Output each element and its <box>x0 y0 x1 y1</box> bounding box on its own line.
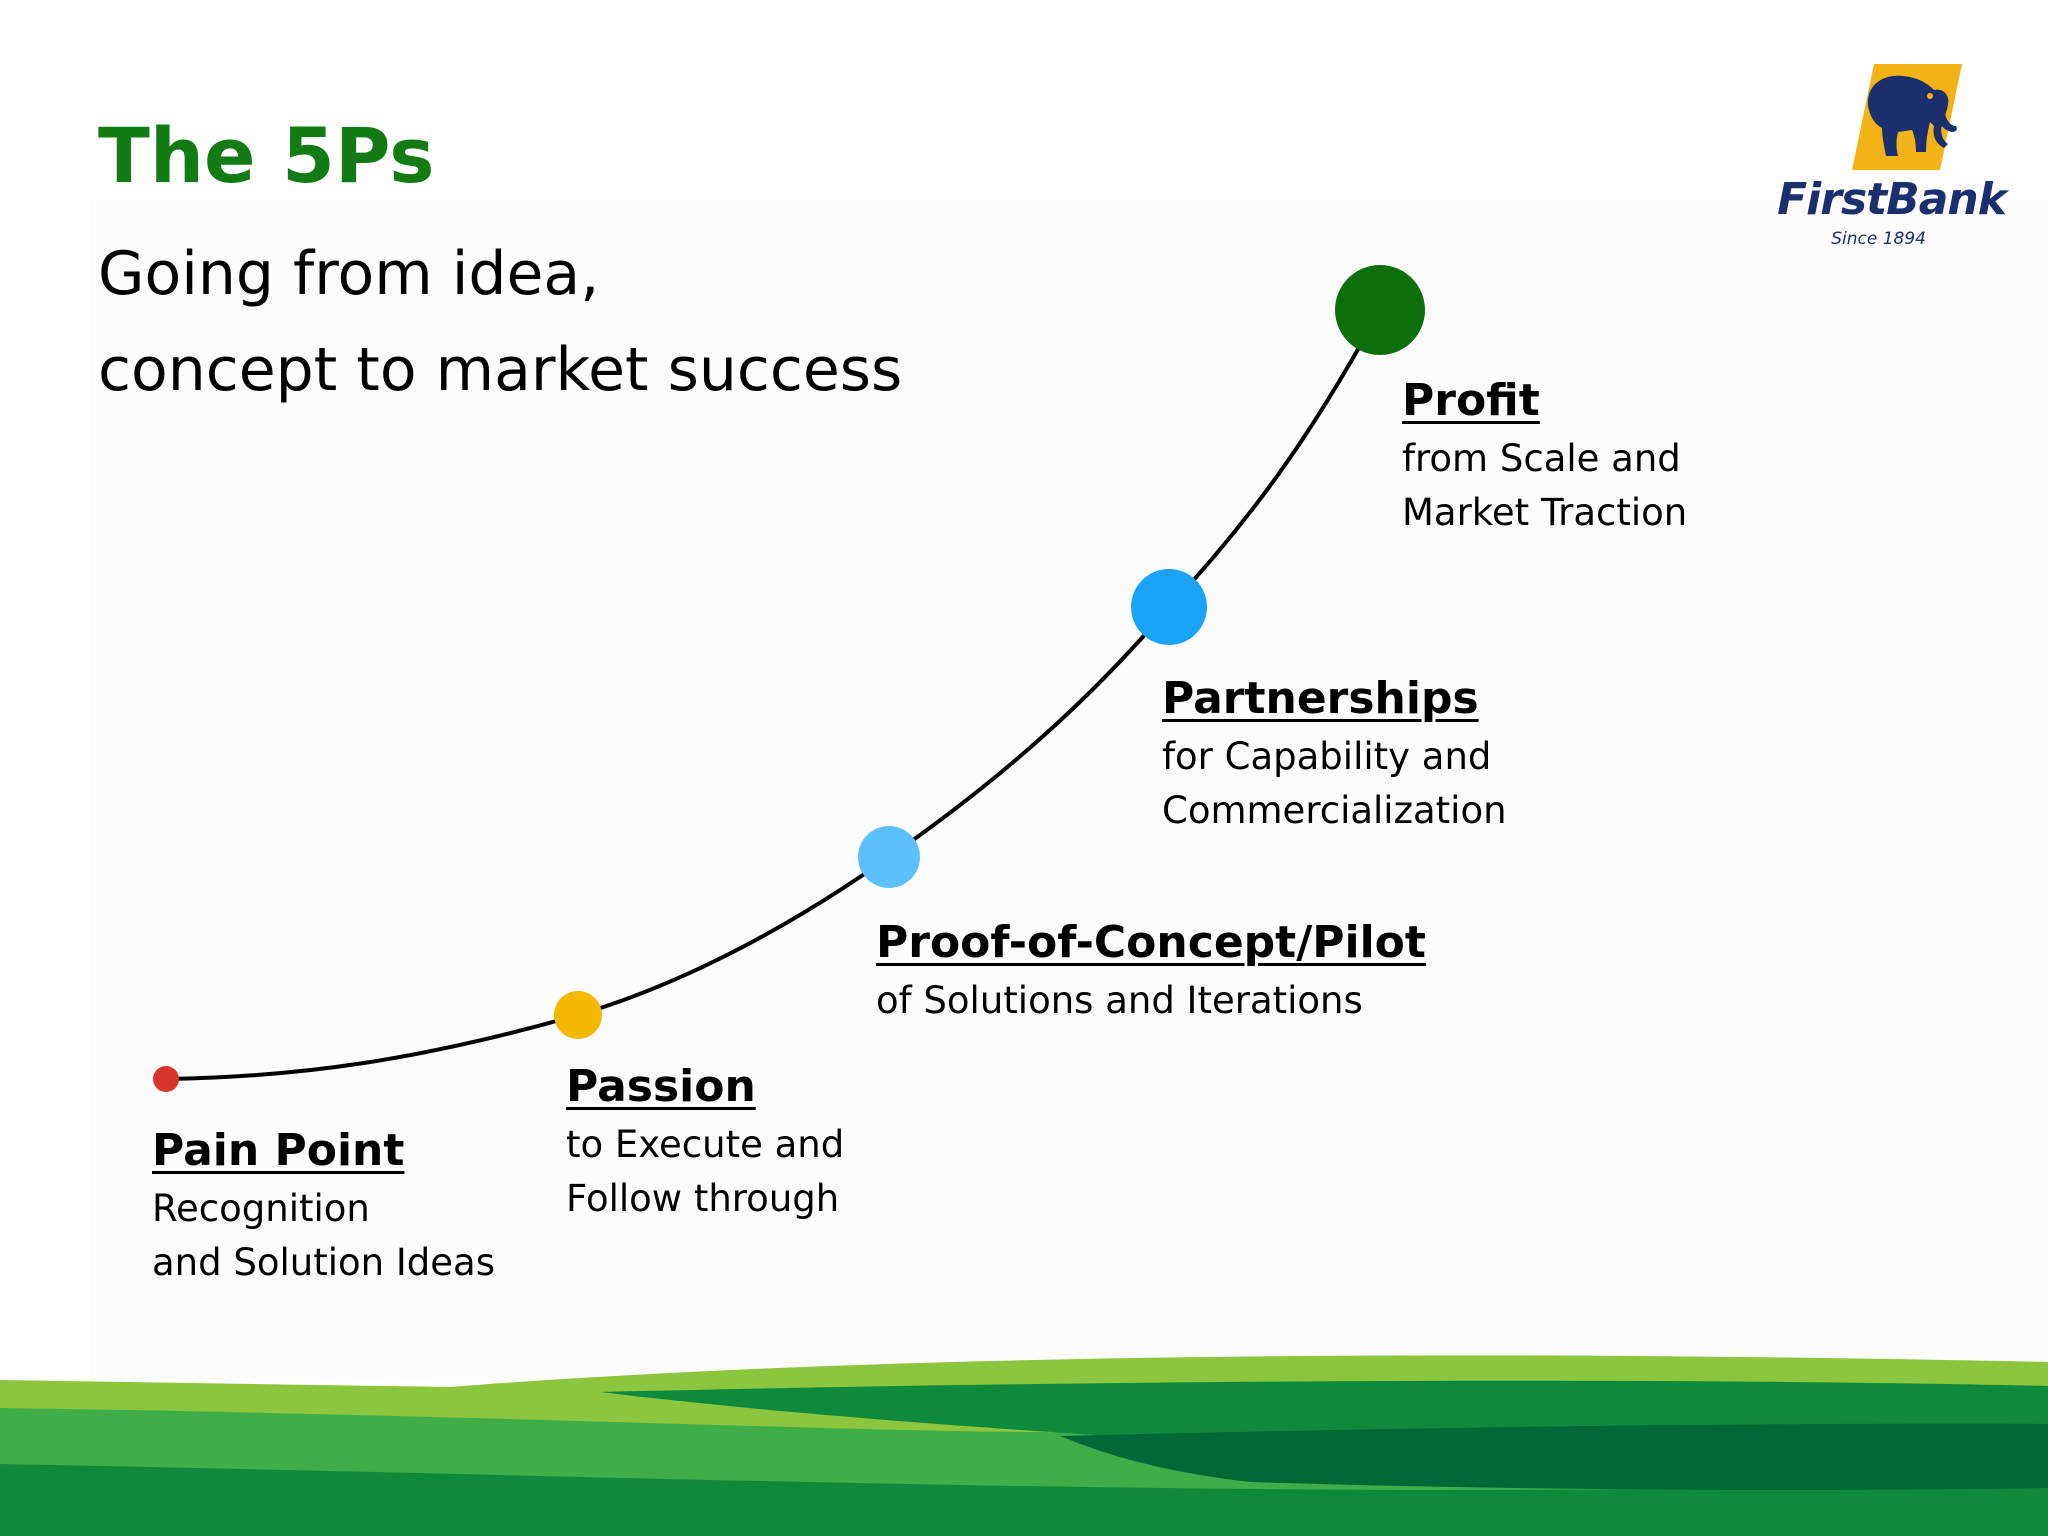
firstbank-logo: FirstBank Since 1894 <box>1770 56 2010 256</box>
marker-pain-point <box>153 1066 179 1092</box>
step-title: Pain Point <box>152 1125 405 1176</box>
subtitle-line: concept to market success <box>98 335 903 405</box>
step-partnerships: Partnerships for Capability and Commerci… <box>1162 668 1507 838</box>
step-title: Profit <box>1402 375 1540 426</box>
step-description-line: Commercialization <box>1162 789 1507 832</box>
step-description-line: Follow through <box>566 1177 840 1220</box>
step-description-line: of Solutions and Iterations <box>876 979 1363 1022</box>
green-hills-footer <box>0 1355 2048 1536</box>
step-proof-of-concept: Proof-of-Concept/Pilot of Solutions and … <box>876 912 1426 1028</box>
step-description-line: for Capability and <box>1162 735 1492 778</box>
elephant-icon <box>1852 64 1962 170</box>
step-description-line: from Scale and <box>1402 437 1681 480</box>
logo-wordmark: FirstBank <box>1777 174 2007 225</box>
step-description-line: Market Traction <box>1402 491 1688 534</box>
slide-subtitle: Going from idea, concept to market succe… <box>98 226 902 418</box>
step-profit: Profit from Scale and Market Traction <box>1402 370 1687 540</box>
subtitle-line: Going from idea, <box>98 239 600 309</box>
hill-band-darkest <box>1060 1423 2048 1490</box>
step-passion: Passion to Execute and Follow through <box>566 1056 844 1226</box>
marker-passion <box>554 991 602 1039</box>
step-title: Passion <box>566 1061 756 1112</box>
step-description-line: and Solution Ideas <box>152 1241 495 1284</box>
step-description-line: to Execute and <box>566 1123 845 1166</box>
marker-profit <box>1335 265 1425 355</box>
hill-band-deep-lower <box>0 1464 2048 1536</box>
step-pain-point: Pain Point Recognition and Solution Idea… <box>152 1120 495 1290</box>
logo-tagline: Since 1894 <box>1831 229 1926 249</box>
marker-proof-of-concept <box>858 826 920 888</box>
marker-partnerships <box>1131 569 1207 645</box>
step-description-line: Recognition <box>152 1187 370 1230</box>
slide-title: The 5Ps <box>98 111 435 200</box>
step-title: Proof-of-Concept/Pilot <box>876 917 1426 968</box>
step-title: Partnerships <box>1162 673 1479 724</box>
background-panel <box>90 200 2048 1380</box>
elephant-eye <box>1927 93 1933 99</box>
